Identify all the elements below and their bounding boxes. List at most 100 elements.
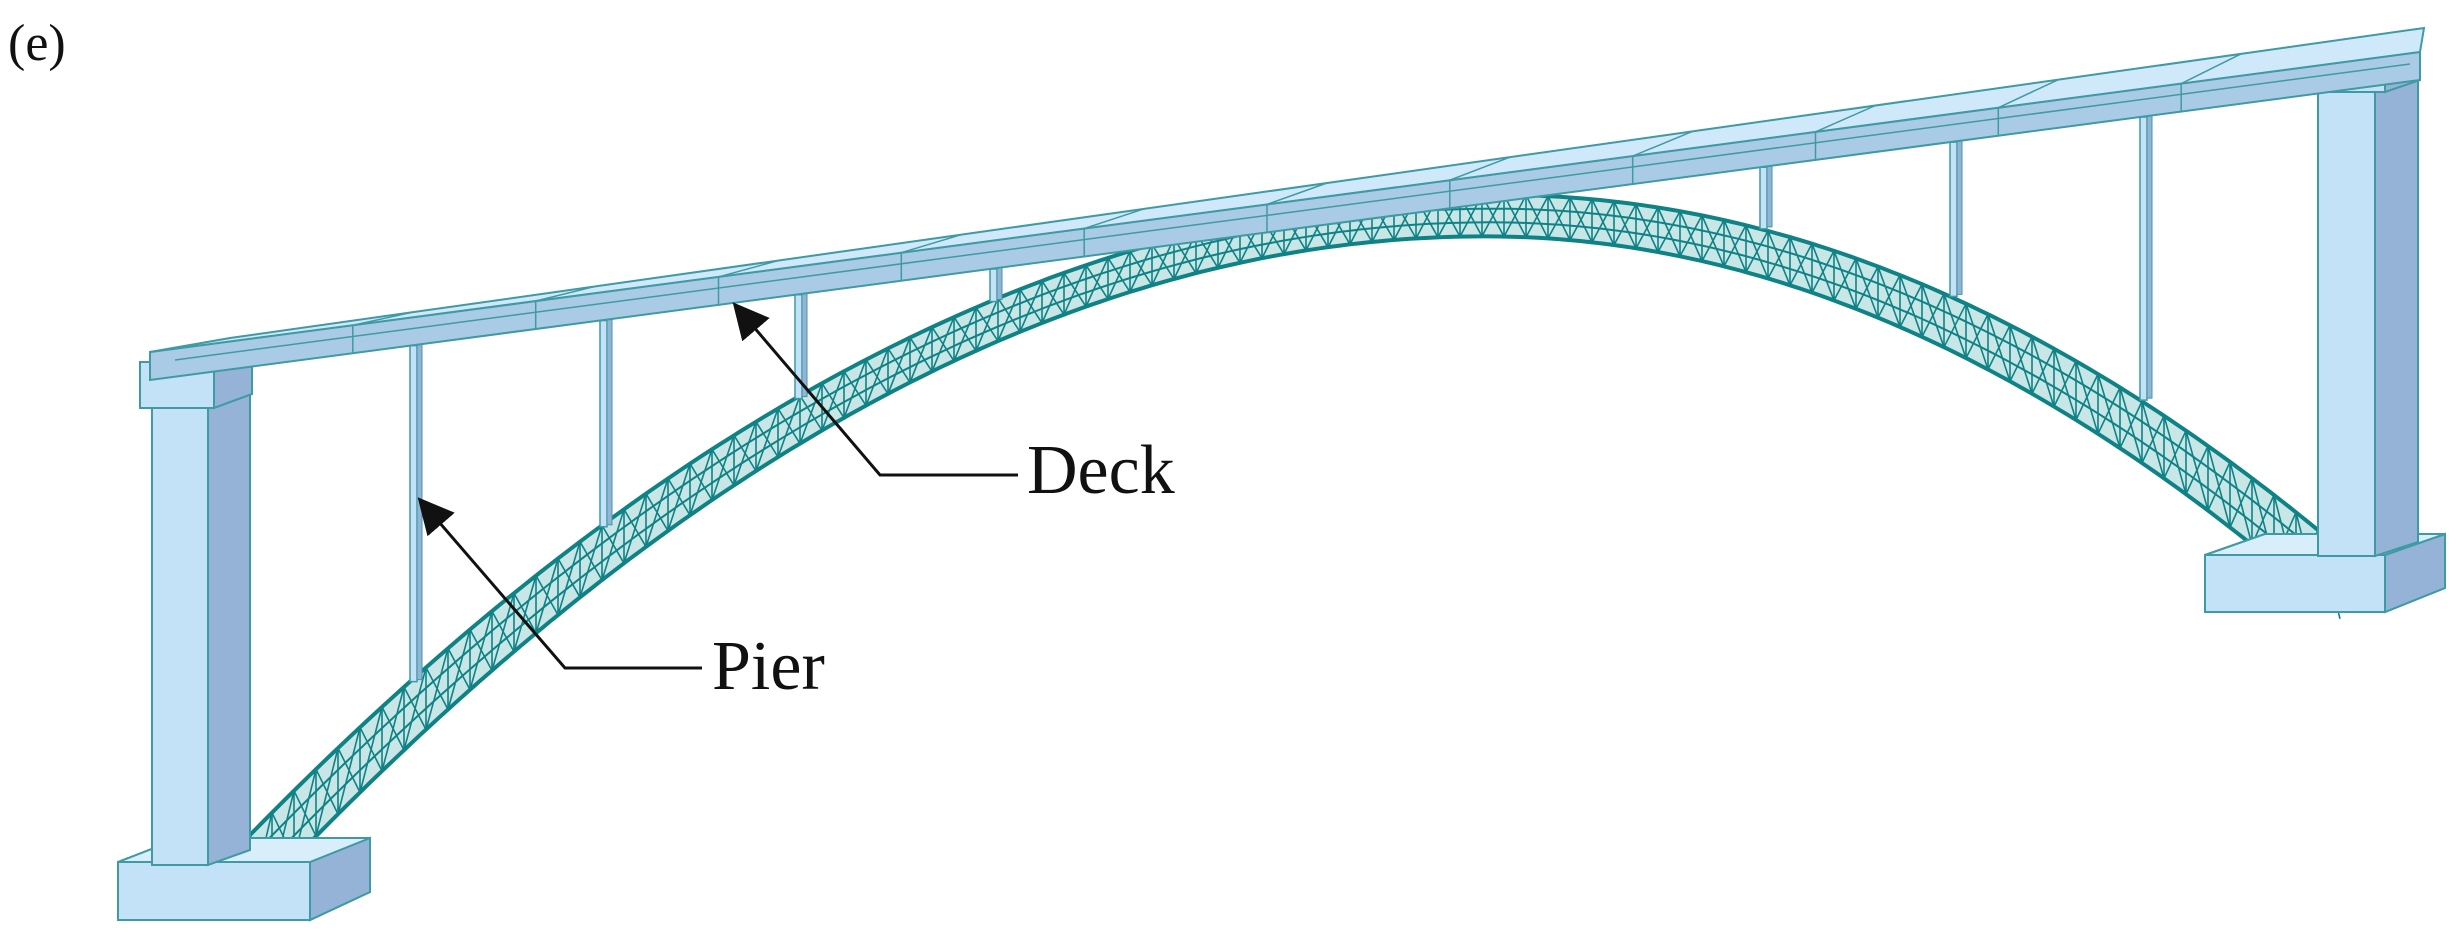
- arch-lattice-member: [1041, 272, 1065, 324]
- arch-lattice-member: [1657, 207, 1681, 257]
- deck-segment-joint: [1083, 208, 1145, 257]
- arch-lattice-member: [2075, 360, 2099, 435]
- deck-segment-joint: [1631, 130, 1693, 185]
- panel-label: (e): [8, 15, 66, 72]
- arch-lattice-member: [1921, 283, 1945, 348]
- left-abutment: [117, 348, 371, 922]
- deck-segment-joint: [1814, 104, 1876, 160]
- arch-lattice-member: [755, 408, 779, 472]
- arch-lattice-member: [799, 383, 823, 444]
- arch-lattice-member: [2163, 415, 2187, 495]
- spandrel-pier-side: [801, 292, 808, 398]
- arch-lattice-member: [469, 610, 493, 691]
- arch-lattice-member: [1723, 219, 1747, 273]
- arch-lattice-member: [403, 667, 427, 751]
- spandrel-pier: [1949, 141, 1958, 298]
- arch-lattice-member: [887, 337, 911, 395]
- arch-lattice-member: [2185, 430, 2209, 511]
- spandrel-pier-side: [416, 343, 423, 681]
- deck-label: Deck: [1027, 432, 1175, 509]
- deck-segment-joint: [2180, 53, 2242, 112]
- arch-lattice-member: [1085, 257, 1109, 307]
- deck-annotation: Deck: [732, 302, 1175, 509]
- arch-lattice-member: [843, 359, 867, 419]
- arch-lattice-member: [1811, 243, 1835, 301]
- arch-lattice-member: [1129, 244, 1153, 293]
- deck-segment-joint: [534, 285, 596, 329]
- deck-segment-joint: [717, 259, 779, 305]
- spandrel-pier-side: [1766, 164, 1773, 228]
- arch-lattice-member: [1063, 264, 1087, 315]
- arch-lattice-member: [667, 463, 691, 532]
- deck-segment-joint: [1997, 79, 2059, 136]
- arch-lattice-member: [315, 747, 339, 837]
- arch-lattice-member: [645, 478, 669, 548]
- arch-lattice-member: [2031, 336, 2055, 407]
- arch-lattice-member: [557, 541, 581, 616]
- arch-lattice-member: [1613, 201, 1637, 249]
- arch-lattice-member: [689, 449, 713, 516]
- arch-lattice-member: [359, 706, 383, 793]
- arch-lattice-member: [535, 558, 559, 634]
- spandrel-pier: [599, 319, 608, 528]
- arch-lattice-member: [1701, 215, 1725, 267]
- spandrel-pier-side: [1956, 139, 1963, 295]
- spandrel-piers: [409, 114, 2153, 683]
- arch-lattice-member: [1745, 224, 1769, 279]
- pier-label: Pier: [712, 628, 825, 705]
- arch-lattice-member: [579, 525, 603, 598]
- deck-segment-joint: [1266, 182, 1328, 233]
- arch-lattice-member: [2097, 373, 2121, 449]
- arch-lattice-member: [1635, 203, 1659, 253]
- arch-lattice-member: [931, 316, 955, 372]
- pier-annotation: Pier: [417, 497, 825, 705]
- arch-lattice-member: [1151, 238, 1175, 286]
- deck-segment-joint: [352, 311, 413, 354]
- arch-lattice-member: [1591, 198, 1615, 246]
- arch-lattice-member: [1547, 195, 1571, 241]
- arch-lattice-member: [1019, 280, 1043, 333]
- arch-lattice-member: [711, 435, 735, 501]
- arch-lattice-member: [513, 575, 537, 652]
- arch-lattice-member: [1569, 197, 1593, 243]
- arch-lattice-member: [1965, 303, 1989, 370]
- arch-lattice-member: [1789, 236, 1813, 293]
- bridge-deck: [149, 26, 2426, 382]
- arch-lattice-member: [425, 648, 449, 730]
- arch-lattice-member: [2207, 445, 2231, 528]
- arch-lattice-member: [1987, 314, 2011, 382]
- arch-lattice-member: [1679, 210, 1703, 262]
- arch-lattice-member: [623, 493, 647, 564]
- arch-lattice-member: [2141, 401, 2165, 479]
- arch-lattice-member: [1877, 266, 1901, 328]
- arch-lattice-member: [2119, 387, 2143, 464]
- spandrel-pier-side: [2146, 114, 2153, 399]
- arch-chord: [248, 234, 2332, 907]
- arch-lattice-member: [2229, 461, 2253, 545]
- arch-lattice-member: [337, 727, 361, 815]
- arch-lattice-member: [381, 686, 405, 772]
- arch-lattice-member: [733, 421, 757, 486]
- arch-lattice-member: [1899, 274, 1923, 338]
- deck-segment-joint: [1449, 156, 1511, 209]
- arch-chord: [249, 221, 2331, 882]
- arch-lattice-member: [777, 395, 801, 458]
- arch-lattice-member: [1855, 258, 1879, 318]
- deck-segment-joint: [900, 233, 962, 281]
- arch-lattice-member: [2053, 348, 2077, 421]
- arch-lattice-member: [909, 326, 933, 383]
- arch-lattice-member: [1525, 194, 1549, 239]
- spandrel-pier: [409, 344, 418, 683]
- spandrel-pier: [2139, 116, 2148, 401]
- spandrel-pier-side: [606, 318, 613, 526]
- arch-lattice-member: [975, 297, 999, 352]
- arch-lattice-member: [447, 629, 471, 710]
- arch-lattice-member: [2009, 325, 2033, 394]
- arch-lattice-member: [1833, 250, 1857, 310]
- arch-lattice-member: [1107, 250, 1131, 300]
- arch-lattice-member: [1767, 230, 1791, 286]
- spandrel-pier: [1759, 166, 1768, 230]
- arch-lattice-member: [953, 307, 977, 362]
- arch-lattice-member: [997, 289, 1021, 342]
